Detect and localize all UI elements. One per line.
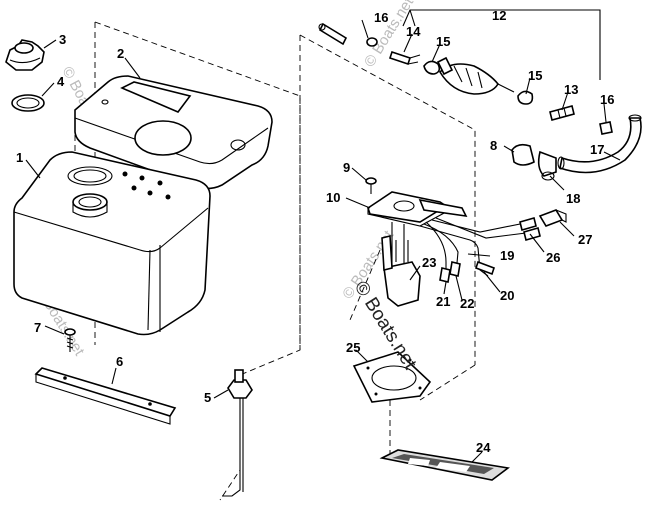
tank-bracket: [34, 367, 177, 425]
callout-24: 24: [476, 440, 491, 455]
fuel-tank: [13, 151, 211, 336]
tank-cover: [74, 75, 273, 190]
callout-7: 7: [34, 320, 41, 335]
leader-lines: [25, 19, 621, 463]
wire-terminal: [538, 209, 567, 227]
callout-6: 6: [116, 354, 123, 369]
fuel-hose: [557, 114, 642, 174]
callout-3: 3: [59, 32, 66, 47]
hose-fitting-right: [549, 105, 575, 121]
fitting-nut-top: [318, 22, 378, 47]
right-assembly-outline: [299, 34, 476, 455]
callout-2: 2: [117, 46, 124, 61]
pickup-gasket: [352, 351, 432, 403]
hose-clamp-right: [517, 90, 534, 105]
callout-12: 12: [492, 8, 506, 23]
callout-10: 10: [326, 190, 340, 205]
fuel-pickup-unit: [367, 191, 468, 307]
callout-23: 23: [422, 255, 436, 270]
primer-bulb: [436, 56, 515, 95]
callout-19: 19: [500, 248, 514, 263]
hose-clamp-left: [423, 60, 441, 75]
callout-1: 1: [16, 150, 23, 165]
callout-5: 5: [204, 390, 211, 405]
pickup-screw: [365, 177, 377, 194]
hose-fitting-left: [388, 50, 421, 66]
hose-connector: [537, 150, 557, 181]
callout-8: 8: [490, 138, 497, 153]
callout-25: 25: [346, 340, 360, 355]
warning-decal: [379, 449, 510, 481]
callout-13: 13: [564, 82, 578, 97]
callout-22: 22: [460, 296, 474, 311]
fuel-gauge: [222, 369, 253, 497]
callout-16-right: 16: [600, 92, 614, 107]
filler-cap: [5, 39, 45, 71]
hose-clip: [511, 143, 535, 166]
sender-wires: [419, 217, 541, 283]
fitting-nut-right: [599, 121, 613, 135]
callout-21: 21: [436, 294, 450, 309]
kit-bracket-lines: [402, 9, 601, 80]
callout-16-top: 16: [374, 10, 388, 25]
callout-15-left: 15: [436, 34, 450, 49]
callout-4: 4: [57, 74, 65, 89]
callout-20: 20: [500, 288, 514, 303]
callout-9: 9: [343, 160, 350, 175]
callout-15-right: 15: [528, 68, 542, 83]
callout-14: 14: [406, 24, 421, 39]
callout-26: 26: [546, 250, 560, 265]
callout-18: 18: [566, 191, 580, 206]
callout-17: 17: [590, 142, 604, 157]
mounting-screw: [64, 328, 76, 352]
cap-gasket: [11, 94, 45, 112]
callout-27: 27: [578, 232, 592, 247]
